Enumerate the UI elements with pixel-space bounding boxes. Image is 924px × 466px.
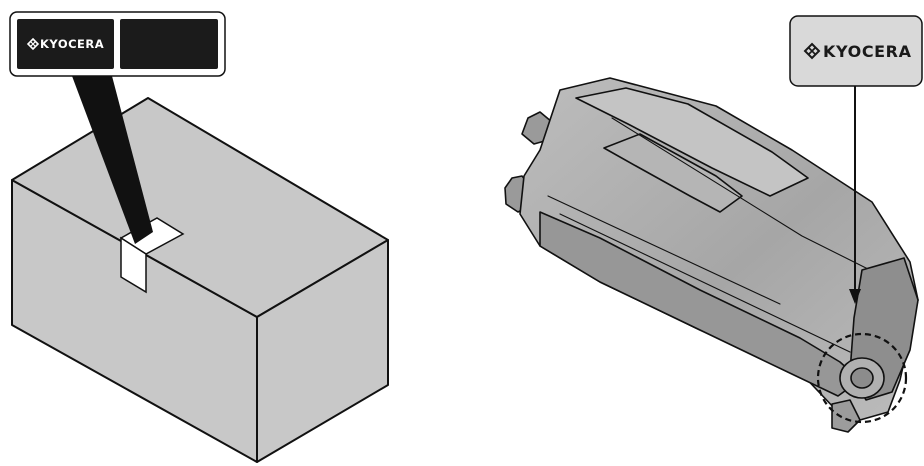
toner-cartridge xyxy=(504,77,919,433)
box-label-callout: KYOCERA xyxy=(9,11,226,77)
cartridge-foot xyxy=(831,399,861,433)
cartridge-callout-arrow xyxy=(849,86,861,304)
cartridge-groove-1 xyxy=(559,213,851,353)
cartridge-handle xyxy=(603,133,743,213)
toner-box xyxy=(11,76,389,463)
kyocera-logo-icon xyxy=(803,42,821,60)
box-callout-pointer xyxy=(72,76,153,244)
cartridge-label-callout: KYOCERA xyxy=(789,15,923,87)
cartridge-cap-center xyxy=(850,367,874,389)
cartridge-groove-2 xyxy=(547,195,781,305)
cartridge-top-line xyxy=(611,117,879,275)
cartridge-label-frame xyxy=(789,15,923,87)
box-right-face xyxy=(256,239,389,463)
box-label-brand-text: KYOCERA xyxy=(40,37,104,51)
cartridge-top-ridge xyxy=(575,87,809,197)
kyocera-logo-icon xyxy=(26,37,40,51)
box-seal-front xyxy=(120,236,147,294)
cartridge-label-brand-text: KYOCERA xyxy=(823,42,912,61)
label-location-highlight xyxy=(816,332,908,424)
arrow-head xyxy=(849,289,861,304)
box-label-right-panel xyxy=(120,19,218,69)
box-label-left-panel xyxy=(17,19,114,69)
